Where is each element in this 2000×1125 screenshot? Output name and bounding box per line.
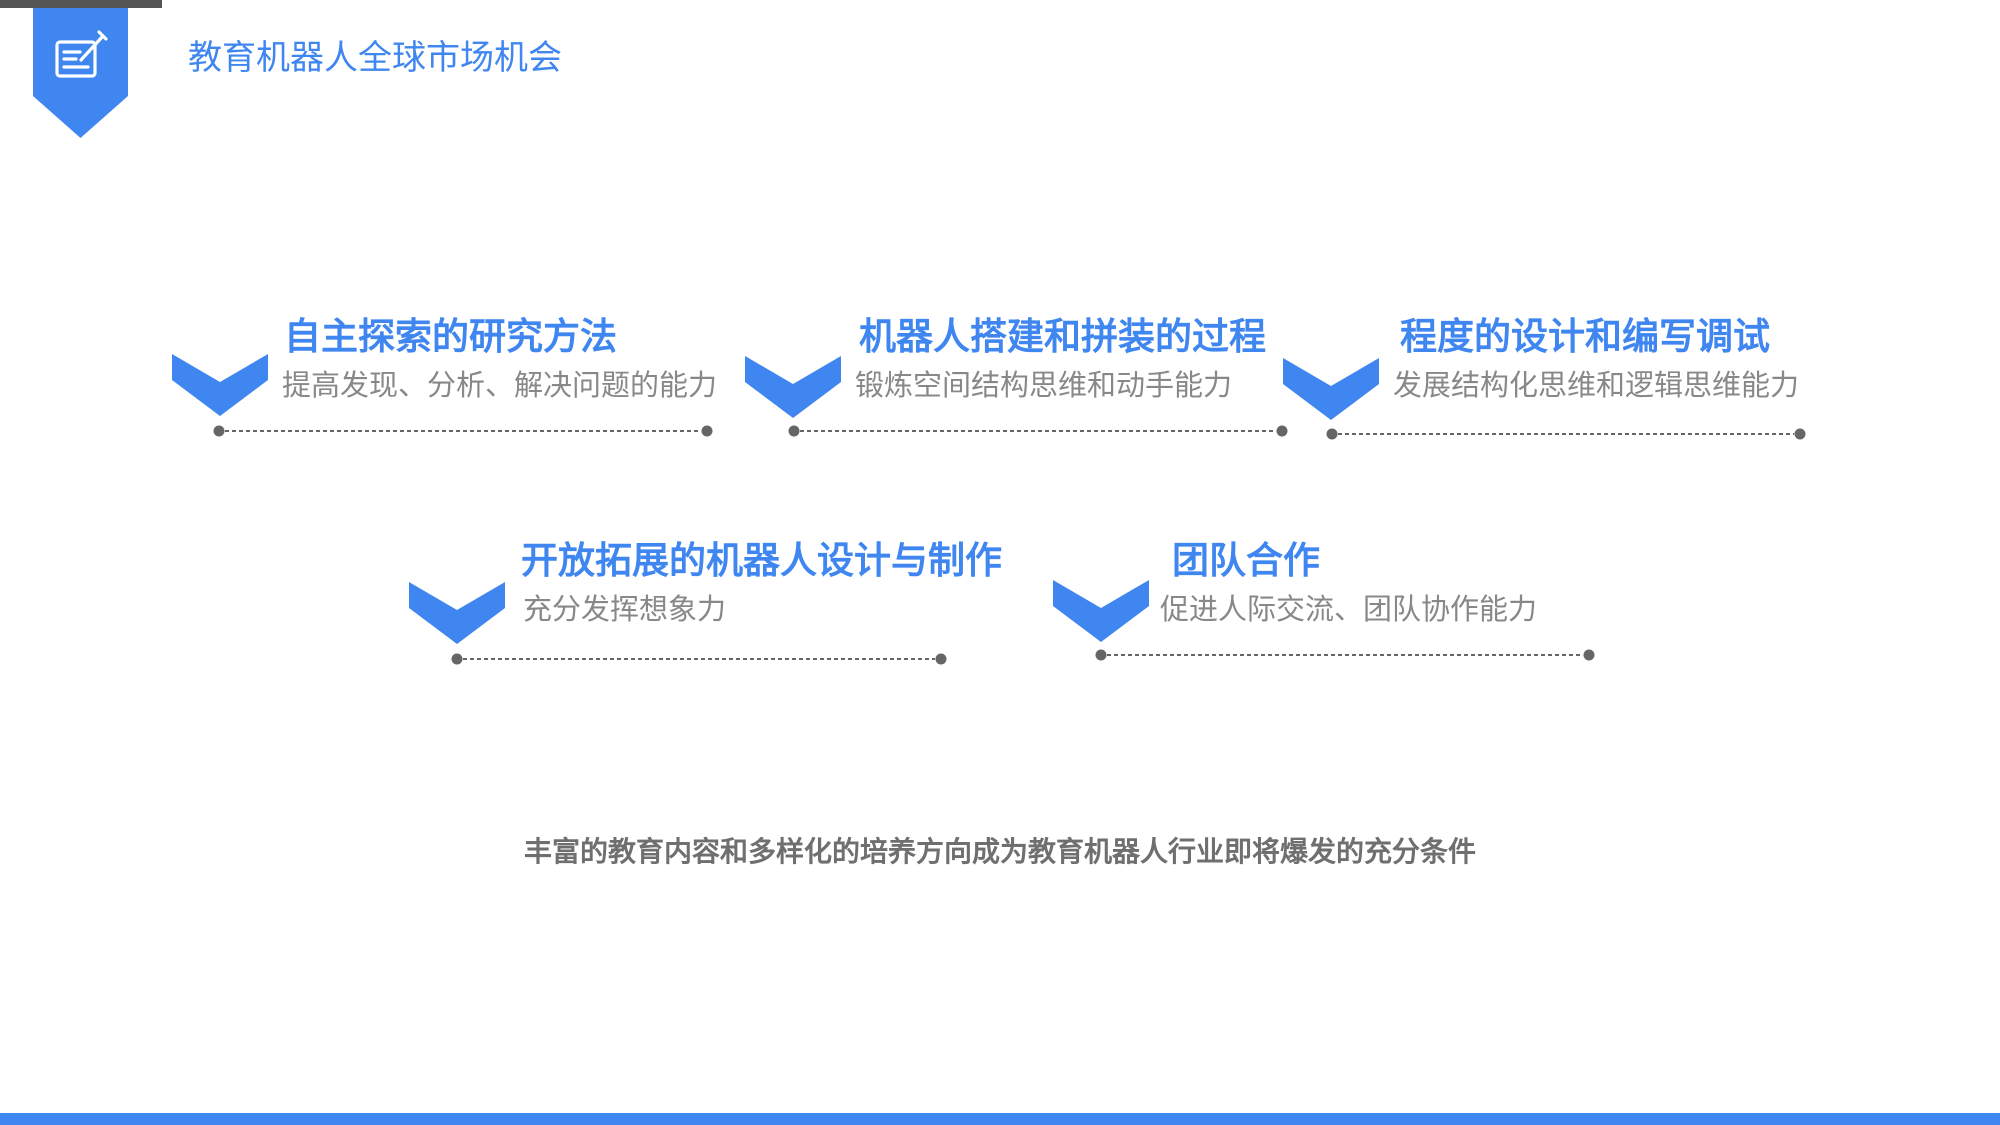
item-description: 提高发现、分析、解决问题的能力: [282, 368, 718, 402]
conclusion-text: 丰富的教育内容和多样化的培养方向成为教育机器人行业即将爆发的充分条件: [523, 835, 1476, 868]
item-description: 促进人际交流、团队协作能力: [1160, 592, 1538, 626]
item-description: 充分发挥想象力: [523, 592, 727, 626]
chevron-down-icon: [1053, 580, 1149, 642]
item-title: 开放拓展的机器人设计与制作: [521, 539, 1002, 582]
chevron-down-icon: [172, 354, 268, 416]
dotted-connector: [1326, 428, 1806, 440]
dotted-connector: [788, 425, 1288, 437]
chevron-down-icon: [745, 356, 841, 418]
item-title: 程度的设计和编写调试: [1400, 315, 1770, 358]
dotted-connector: [451, 653, 947, 665]
dotted-connector: [213, 425, 713, 437]
feature-item-research: 自主探索的研究方法 提高发现、分析、解决问题的能力: [172, 314, 732, 444]
feature-item-design: 开放拓展的机器人设计与制作 充分发挥想象力: [409, 538, 1029, 670]
feature-item-teamwork: 团队合作 促进人际交流、团队协作能力: [1053, 538, 1613, 670]
edit-document-icon: [55, 30, 108, 78]
item-title: 机器人搭建和拼装的过程: [859, 315, 1266, 358]
bottom-accent-bar: [0, 1113, 2000, 1125]
item-title: 团队合作: [1172, 539, 1320, 582]
top-accent-bar: [0, 0, 162, 8]
feature-item-assembly: 机器人搭建和拼装的过程 锻炼空间结构思维和动手能力: [745, 314, 1305, 444]
chevron-down-icon: [409, 582, 505, 644]
dotted-connector: [1095, 649, 1595, 661]
feature-item-programming: 程度的设计和编写调试 发展结构化思维和逻辑思维能力: [1283, 314, 1823, 444]
page-title: 教育机器人全球市场机会: [188, 38, 562, 78]
header-badge: [33, 8, 128, 138]
item-title: 自主探索的研究方法: [284, 315, 617, 358]
item-description: 锻炼空间结构思维和动手能力: [855, 368, 1233, 402]
chevron-down-icon: [1283, 358, 1379, 420]
item-description: 发展结构化思维和逻辑思维能力: [1393, 368, 1800, 402]
